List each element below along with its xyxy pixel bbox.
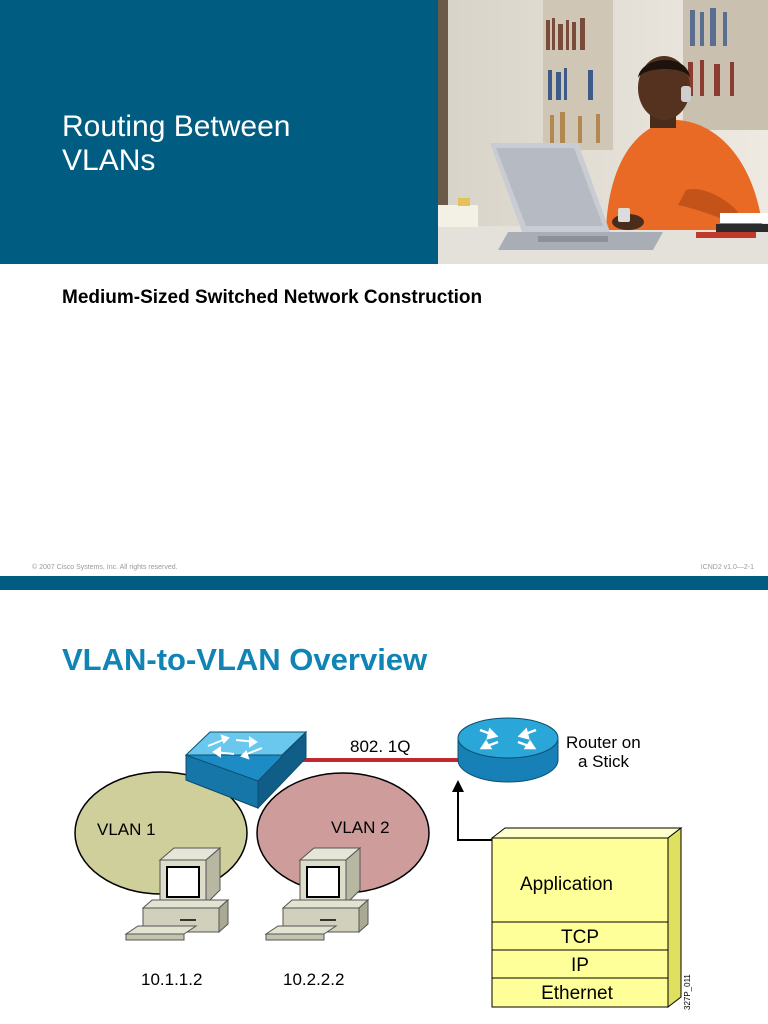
stack-layer-tcp <box>491 921 669 951</box>
pc1-icon <box>124 846 230 941</box>
student-laptop-photo <box>438 0 768 264</box>
figure-id: 327P_011 <box>683 974 692 1010</box>
stack-label-ethernet: Ethernet <box>541 983 614 1004</box>
overview-title: VLAN-to-VLAN Overview <box>62 642 428 677</box>
pc1-address: 10.1.1.2 <box>141 970 202 989</box>
slide-title-line2: VLANs <box>62 144 156 177</box>
stack-label-application: Application <box>520 874 613 895</box>
protocol-stack: Application TCP IP Ethernet <box>490 826 683 1009</box>
stack-layer-ethernet <box>491 977 669 1008</box>
pc2-icon <box>264 846 370 941</box>
title-banner: Routing Between VLANs <box>0 0 438 264</box>
slide-title-line1: Routing Between <box>62 110 291 143</box>
router-label-line2: a Stick <box>578 752 630 771</box>
router-label-line1: Router on <box>566 733 641 752</box>
slide-number: ICND2 v1.0—2-1 <box>700 564 754 571</box>
copyright-text: © 2007 Cisco Systems, Inc. All rights re… <box>32 564 178 571</box>
stack-layer-application <box>491 837 669 923</box>
vlan2-label: VLAN 2 <box>331 818 390 837</box>
title-slide: Routing Between VLANs <box>0 0 768 571</box>
overview-slide: VLAN-to-VLAN Overview 802. 1Q <box>0 590 768 1024</box>
router-icon <box>457 717 559 783</box>
stack-label-ip: IP <box>571 955 589 976</box>
slide-title: Routing Between VLANs <box>62 110 291 178</box>
vlan-diagram: 802. 1Q Router <box>74 717 692 1010</box>
slide-divider-bar <box>0 576 768 590</box>
pc2-address: 10.2.2.2 <box>283 970 344 989</box>
vlan1-label: VLAN 1 <box>97 820 156 839</box>
trunk-label: 802. 1Q <box>350 737 411 756</box>
stack-label-tcp: TCP <box>561 927 599 948</box>
stack-to-router-arrow <box>452 780 492 841</box>
stack-layer-ip <box>491 949 669 979</box>
slide-subtitle: Medium-Sized Switched Network Constructi… <box>62 287 483 308</box>
switch-icon <box>184 730 308 810</box>
